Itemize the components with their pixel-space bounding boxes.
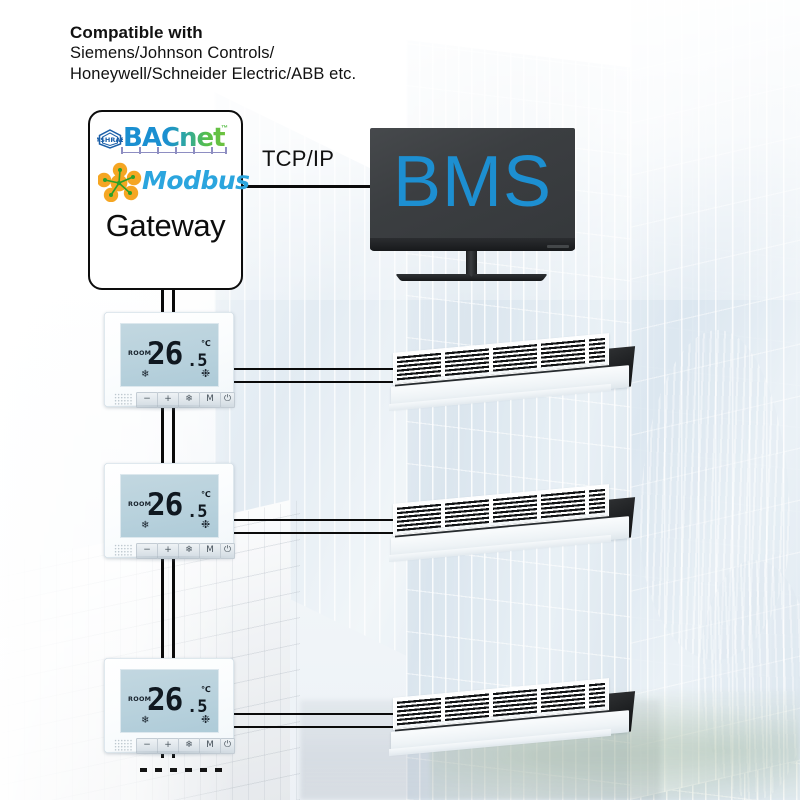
room-label: ROOM [128, 695, 152, 703]
monitor-stand-neck [466, 251, 477, 277]
fan-icon: ❉ [201, 519, 211, 531]
thermostat-2[interactable]: ROOM 26 .5 ℃ ❄ ❉ − + ❄ M ⏻ [104, 463, 235, 583]
thermostat-3-to-fcu-line-b [232, 726, 397, 729]
thermostat-housing: ROOM 26 .5 ℃ ❄ ❉ − + ❄ M ⏻ [104, 658, 235, 754]
thermostat-3[interactable]: ROOM 26 .5 ℃ ❄ ❉ − + ❄ M ⏻ [104, 658, 235, 778]
speaker-vent-grid-icon [114, 739, 132, 751]
monitor-bottom-bezel [370, 238, 575, 251]
snowflake-icon: ❄ [141, 715, 150, 726]
compatibility-vendors-line-1: Siemens/Johnson Controls/ [70, 44, 275, 62]
fan-coil-unit-1[interactable] [385, 333, 636, 414]
thermostat-button-row: − + ❄ M ⏻ [104, 391, 235, 408]
temperature-unit: ℃ [201, 685, 211, 694]
ellipsis-dot [140, 768, 147, 772]
temperature-decimal: .5 [187, 697, 208, 717]
gateway-box[interactable]: ASHRAE BACnet ™ [88, 110, 250, 290]
glass-reflection-curve-lower [700, 560, 800, 800]
modbus-wordmark: Modbus [142, 166, 250, 195]
bacnet-logo: ASHRAE BACnet ™ [97, 123, 237, 159]
room-label: ROOM [128, 349, 152, 357]
fan-icon: ❉ [201, 368, 211, 380]
temperature-integer: 26 [147, 682, 183, 718]
temperature-unit: ℃ [201, 490, 211, 499]
power-button[interactable]: ⏻ [220, 392, 235, 408]
thermostat-3-to-fcu-line-a [232, 713, 397, 716]
monitor-screen: BMS [370, 128, 575, 250]
ashrae-icon: ASHRAE [97, 129, 123, 149]
thermostat-2-to-fcu-line-a [232, 519, 397, 522]
bacnet-underline-rail [121, 147, 227, 159]
thermostat-housing: ROOM 26 .5 ℃ ❄ ❉ − + ❄ M ⏻ [104, 463, 235, 559]
svg-text:ASHRAE: ASHRAE [97, 136, 123, 144]
ellipsis-dot [155, 768, 162, 772]
compatibility-note: Compatible with Siemens/Johnson Controls… [70, 22, 490, 85]
compatibility-title: Compatible with [70, 23, 203, 42]
thermostat-shadow [108, 405, 230, 412]
fan-coil-unit-2[interactable] [385, 484, 636, 565]
thermostat-button-row: − + ❄ M ⏻ [104, 542, 235, 559]
bms-screen-label: BMS [392, 142, 553, 222]
thermostat-lcd-display: ROOM 26 .5 ℃ ❄ ❉ [120, 323, 219, 387]
tcpip-link-line [243, 185, 393, 188]
speaker-vent-grid-icon [114, 393, 132, 405]
temperature-decimal: .5 [187, 502, 208, 522]
thermostat-2-to-fcu-line-b [232, 532, 397, 535]
minus-button[interactable]: − [136, 738, 158, 754]
monitor-stand-foot-right [468, 274, 548, 281]
compatibility-vendors-line-2: Honeywell/Schneider Electric/ABB etc. [70, 65, 357, 83]
bacnet-trademark: ™ [221, 125, 228, 132]
monitor-stand-foot-left [395, 274, 475, 281]
temperature-unit: ℃ [201, 339, 211, 348]
modbus-flower-icon [96, 162, 142, 203]
thermostat-housing: ROOM 26 .5 ℃ ❄ ❉ − + ❄ M ⏻ [104, 312, 235, 408]
thermostat-1-to-fcu-line-a [232, 368, 397, 371]
thermostat-1-to-fcu-line-b [232, 381, 397, 384]
snowflake-icon: ❄ [141, 520, 150, 531]
snowflake-icon: ❄ [141, 369, 150, 380]
monitor-brand-mark [547, 245, 569, 248]
thermostat-shadow [108, 751, 230, 758]
ellipsis-dot [200, 768, 207, 772]
modbus-logo: Modbus [96, 162, 250, 203]
thermostat-lcd-display: ROOM 26 .5 ℃ ❄ ❉ [120, 669, 219, 733]
thermostat-shadow [108, 556, 230, 563]
ellipsis-dot [185, 768, 192, 772]
ellipsis-dot [170, 768, 177, 772]
power-button[interactable]: ⏻ [220, 543, 235, 559]
bms-monitor[interactable]: BMS [370, 128, 575, 281]
temperature-integer: 26 [147, 336, 183, 372]
temperature-integer: 26 [147, 487, 183, 523]
ellipsis-dot [215, 768, 222, 772]
speaker-vent-grid-icon [114, 544, 132, 556]
power-button[interactable]: ⏻ [220, 738, 235, 754]
temperature-decimal: .5 [187, 351, 208, 371]
room-label: ROOM [128, 500, 152, 508]
fan-coil-unit-3[interactable] [385, 678, 636, 759]
glass-reflection-curve [640, 330, 790, 660]
thermostat-1[interactable]: ROOM 26 .5 ℃ ❄ ❉ − + ❄ M ⏻ [104, 312, 235, 432]
tcpip-label: TCP/IP [262, 146, 335, 171]
continuation-ellipsis [140, 768, 222, 772]
thermostat-button-row: − + ❄ M ⏻ [104, 737, 235, 754]
fan-icon: ❉ [201, 714, 211, 726]
gateway-label: Gateway [105, 208, 226, 243]
thermostat-lcd-display: ROOM 26 .5 ℃ ❄ ❉ [120, 474, 219, 538]
